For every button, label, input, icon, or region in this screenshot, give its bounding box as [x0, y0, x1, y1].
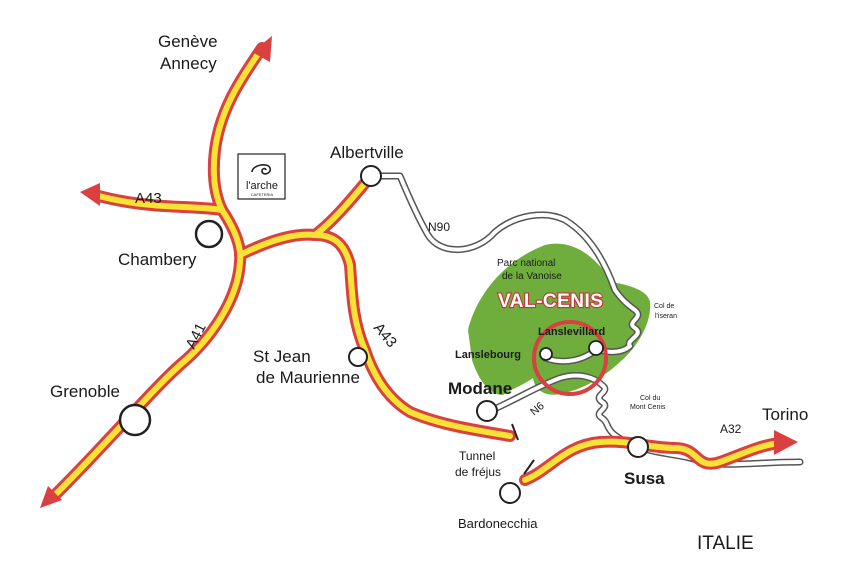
- logo-subtext: CAFETERIA: [251, 192, 274, 197]
- label-chambery: Chambery: [118, 250, 197, 269]
- label-albertville: Albertville: [330, 143, 404, 162]
- larche-logo: l'arche CAFETERIA: [237, 153, 286, 200]
- label-a32: A32: [720, 422, 742, 436]
- label-torino: Torino: [762, 405, 808, 424]
- label-a43-west: A43: [135, 190, 162, 207]
- label-col-iseran-2: l'iseran: [655, 313, 677, 320]
- vanoise-park-area: [468, 243, 651, 395]
- marker-grenoble: [118, 403, 152, 437]
- arrow-grenoble-south: [40, 486, 62, 508]
- label-parc-1: Parc national: [497, 258, 555, 269]
- label-n90: N90: [428, 220, 450, 234]
- arrow-torino: [774, 430, 798, 455]
- label-geneve: Genève: [158, 32, 218, 51]
- marker-susa: [627, 436, 649, 458]
- label-bardonecchia: Bardonecchia: [458, 516, 538, 531]
- label-grenoble: Grenoble: [50, 382, 120, 401]
- label-de-maurienne: de Maurienne: [256, 368, 360, 387]
- tunnel-mark-west: [523, 459, 535, 475]
- val-cenis-ring: [532, 320, 608, 396]
- arrow-west: [80, 183, 100, 206]
- label-annecy: Annecy: [160, 54, 217, 73]
- label-val-cenis: VAL-CENIS: [498, 291, 603, 312]
- label-col-mont-cenis-2: Mont Cenis: [630, 404, 666, 411]
- label-n6: N6: [528, 400, 546, 418]
- label-col-mont-cenis-1: Col du: [640, 395, 660, 402]
- motorways: [49, 42, 786, 501]
- label-tunnel-1: Tunnel: [459, 449, 495, 463]
- tunnel-mark-east: [511, 423, 519, 441]
- marker-lanslebourg: [539, 347, 553, 361]
- label-tunnel-2: de fréjus: [455, 465, 501, 479]
- snail-icon: [251, 163, 272, 175]
- city-markers: [118, 165, 649, 504]
- label-st-jean: St Jean: [253, 347, 311, 366]
- label-susa: Susa: [624, 469, 665, 488]
- label-lanslevillard: Lanslevillard: [538, 326, 605, 338]
- marker-bardonecchia: [499, 482, 521, 504]
- label-modane: Modane: [448, 379, 512, 398]
- label-parc-2: de la Vanoise: [502, 271, 562, 282]
- label-a43-south: A43: [370, 320, 400, 351]
- arrow-geneve: [252, 36, 272, 62]
- logo-text: l'arche: [246, 180, 278, 192]
- label-col-iseran-1: Col de: [654, 303, 674, 310]
- marker-modane: [476, 400, 498, 422]
- label-italie: ITALIE: [697, 533, 754, 554]
- marker-st-jean: [348, 347, 368, 367]
- marker-lanslevillard: [588, 340, 604, 356]
- marker-albertville: [360, 165, 382, 187]
- label-lanslebourg: Lanslebourg: [455, 349, 521, 361]
- marker-chambery: [194, 219, 224, 249]
